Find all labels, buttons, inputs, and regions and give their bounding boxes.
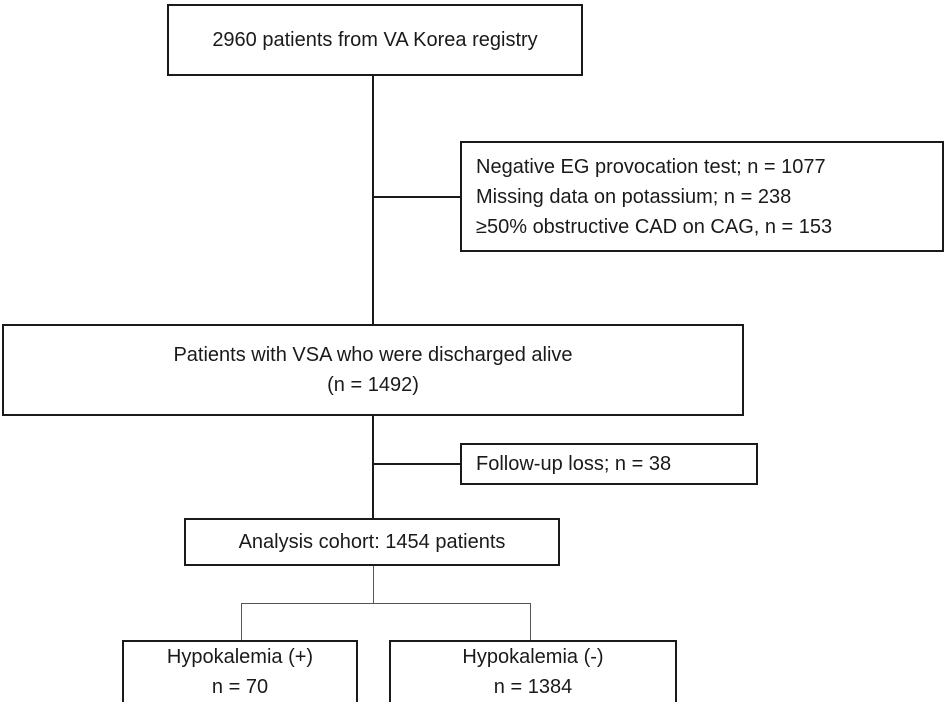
connector-cohort-down [373,566,374,604]
registry-text: 2960 patients from VA Korea registry [212,29,538,51]
connector-main-vertical-top [372,76,374,324]
hypokalemia-negative-count: n = 1384 [493,676,573,698]
hypokalemia-positive-box: Hypokalemia (+) n = 70 [122,640,358,702]
cohort-text: Analysis cohort: 1454 patients [238,531,506,553]
vsa-text: Patients with VSA who were discharged al… [173,344,573,366]
followup-text: Follow-up loss; n = 38 [476,453,672,475]
connector-split-horizontal [241,603,531,604]
connector-split-right [530,603,531,640]
hypokalemia-positive-count: n = 70 [211,676,269,698]
registry-box: 2960 patients from VA Korea registry [167,4,583,76]
cohort-box: Analysis cohort: 1454 patients [184,518,560,566]
hypokalemia-positive-label: Hypokalemia (+) [166,646,314,668]
exclusion-line-missing-potassium: Missing data on potassium; n = 238 [476,185,792,208]
vsa-box: Patients with VSA who were discharged al… [2,324,744,416]
exclusion-box: Negative EG provocation test; n = 1077 M… [460,141,944,252]
connector-main-vertical-middle [372,416,374,518]
hypokalemia-negative-box: Hypokalemia (-) n = 1384 [389,640,677,702]
vsa-count: (n = 1492) [327,374,419,396]
followup-box: Follow-up loss; n = 38 [460,443,758,485]
connector-exclusion-branch [372,196,460,198]
exclusion-line-negative-test: Negative EG provocation test; n = 1077 [476,155,826,178]
connector-followup-branch [372,463,460,465]
connector-split-left [241,603,242,640]
exclusion-line-obstructive-cad: ≥50% obstructive CAD on CAG, n = 153 [476,215,833,238]
hypokalemia-negative-label: Hypokalemia (-) [462,646,604,668]
